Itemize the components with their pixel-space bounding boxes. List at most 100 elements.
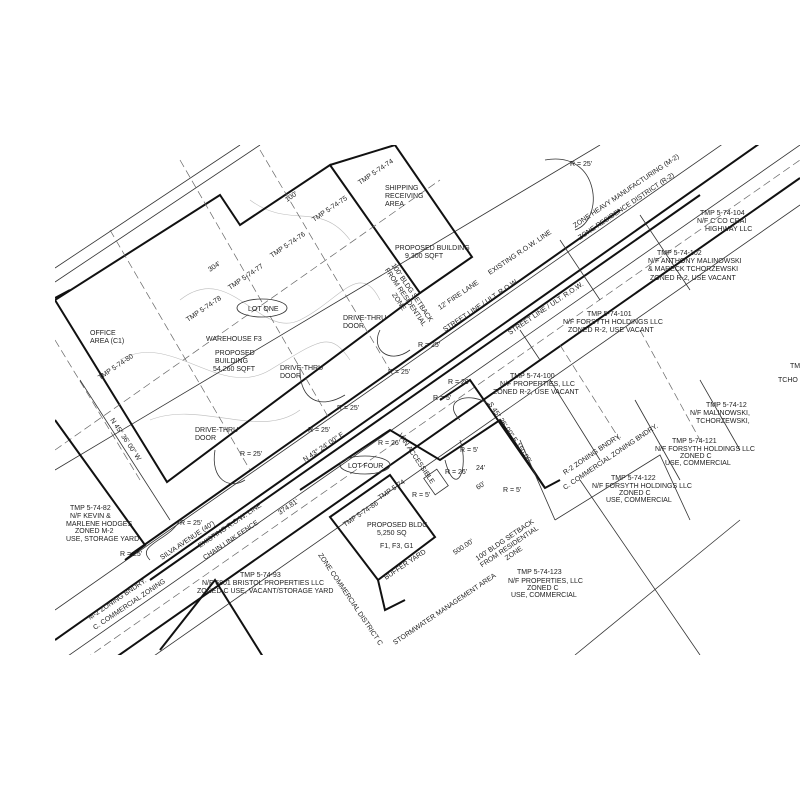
radius-label: R = 25' xyxy=(570,161,592,168)
curb-radii xyxy=(146,158,594,561)
label-dim-60: 60' xyxy=(475,481,486,492)
road-lines xyxy=(55,145,800,655)
parcel-121: TMP 5-74-121 N/F FORSYTH HOLDINGS LLC ZO… xyxy=(655,438,755,467)
parcel-12: TMP 5-74-12 N/F MALINOWSKI, TCHORZEWSKI, xyxy=(690,402,750,425)
svg-text:N/F C CO CRAI: N/F C CO CRAI xyxy=(697,218,746,225)
svg-text:TM: TM xyxy=(790,363,800,370)
radius-label: R = 25' xyxy=(180,520,202,527)
contour-lines xyxy=(119,199,381,422)
label-van-accessible: VAN ACCESSIBLE xyxy=(396,432,435,485)
label-drive-thru-3a: DRIVE-THRU xyxy=(195,427,238,434)
svg-text:TMP 5-74-102: TMP 5-74-102 xyxy=(657,250,702,257)
label-drive-thru-1a: DRIVE-THRU xyxy=(343,315,386,322)
parcel-100: TMP 5-74-100 N/F PROPERTIES, LLC ZONED R… xyxy=(493,373,580,396)
radius-label: R = 25' xyxy=(240,451,262,458)
svg-text:ZONED C USE, VACANT/STORAGE YA: ZONED C USE, VACANT/STORAGE YARD xyxy=(197,588,333,595)
svg-text:ZONED M-2: ZONED M-2 xyxy=(75,528,114,535)
tmp-tag: TMP 5-74-80 xyxy=(97,353,135,382)
svg-text:N/F FORSYTH HOLDINGS LLC: N/F FORSYTH HOLDINGS LLC xyxy=(655,446,755,453)
tmp-tag: TMP 5-74-78 xyxy=(185,295,223,324)
svg-text:USE, COMMERCIAL: USE, COMMERCIAL xyxy=(606,497,672,504)
label-warehouse-2: PROPOSED xyxy=(215,350,255,357)
label-shipping-2: RECEIVING xyxy=(385,193,424,200)
label-drive-thru-2b: DOOR xyxy=(280,373,301,380)
svg-text:TCHO: TCHO xyxy=(778,377,798,384)
svg-text:TMP 5-74-104: TMP 5-74-104 xyxy=(700,210,745,217)
label-buffer-yard: BUFFER YARD xyxy=(383,549,427,582)
label-dim-24: 24' xyxy=(476,465,485,472)
svg-text:TMP 5-74-82: TMP 5-74-82 xyxy=(70,505,111,512)
svg-text:N/F PROPERTIES, LLC: N/F PROPERTIES, LLC xyxy=(508,578,583,585)
parcel-101: TMP 5-74-101 N/F FORSYTH HOLDINGS LLC ZO… xyxy=(563,311,663,334)
radius-label: R = 5' xyxy=(412,492,430,499)
svg-text:ZONED C: ZONED C xyxy=(680,453,712,460)
radius-label: R = 25' xyxy=(337,405,359,412)
svg-text:USE, STORAGE YARD: USE, STORAGE YARD xyxy=(66,536,139,543)
parcel-104: TMP 5-74-104 N/F C CO CRAI HIGHWAY LLC xyxy=(697,210,752,233)
radius-label: R = 20' xyxy=(448,379,470,386)
label-dim-100: 100' xyxy=(284,191,299,204)
svg-text:HIGHWAY LLC: HIGHWAY LLC xyxy=(705,226,752,233)
label-bearing-2: S 45° 36' 00" E 150.00' xyxy=(486,401,533,465)
svg-text:TMP 5-74-122: TMP 5-74-122 xyxy=(611,475,656,482)
tmp-tag: TMP 5-74-76 xyxy=(269,231,307,260)
parcel-partial: TM TCHO xyxy=(778,363,800,384)
label-shipping-3: AREA xyxy=(385,201,404,208)
svg-text:TMP 5-74-93: TMP 5-74-93 xyxy=(240,572,281,579)
svg-text:N/F 6801 BRISTOL PROPERTIES LL: N/F 6801 BRISTOL PROPERTIES LLC xyxy=(202,580,324,587)
tmp-tag: TMP 5-74-74 xyxy=(357,158,395,187)
label-dim-374: 374.81' xyxy=(277,498,300,517)
svg-text:ZONED R-2, USE VACANT: ZONED R-2, USE VACANT xyxy=(650,275,737,282)
label-drive-thru-3b: DOOR xyxy=(195,435,216,442)
label-dim-500: 500.00' xyxy=(452,538,475,557)
radius-label: R = 5' xyxy=(503,487,521,494)
label-warehouse-3: BUILDING xyxy=(215,358,248,365)
svg-text:N/F FORSYTH HOLDINGS LLC: N/F FORSYTH HOLDINGS LLC xyxy=(592,483,692,490)
parcel-82: TMP 5-74-82 N/F KEVIN & MARLENE HODGES Z… xyxy=(66,505,139,543)
label-bldg5250-1: PROPOSED BLDG xyxy=(367,522,428,529)
warehouse-building xyxy=(55,163,422,484)
radius-label: R = 25' xyxy=(388,369,410,376)
tmp-tag: TMP 5-74-77 xyxy=(227,263,265,292)
radius-label: R = 26' xyxy=(378,440,400,447)
label-lot-four: LOT FOUR xyxy=(348,463,383,470)
svg-text:N/F PROPERTIES, LLC: N/F PROPERTIES, LLC xyxy=(500,381,575,388)
svg-text:USE, COMMERCIAL: USE, COMMERCIAL xyxy=(511,592,577,599)
svg-text:TMP 5-74-12: TMP 5-74-12 xyxy=(706,402,747,409)
radius-label: R = 25' xyxy=(120,551,142,558)
svg-text:TMP 5-74-121: TMP 5-74-121 xyxy=(672,438,717,445)
shipping-building xyxy=(329,145,474,294)
svg-text:N/F ANTHONY MALINOWSKI: N/F ANTHONY MALINOWSKI xyxy=(648,258,742,265)
svg-text:TMP 5-74-100: TMP 5-74-100 xyxy=(510,373,555,380)
parcel-123: TMP 5-74-123 N/F PROPERTIES, LLC ZONED C… xyxy=(508,569,583,599)
label-office-1: OFFICE xyxy=(90,330,116,337)
label-bldg5250-2: 5,250 SQ xyxy=(377,530,407,537)
label-dim-304: 304' xyxy=(207,261,222,274)
radius-label: R = 25' xyxy=(308,427,330,434)
label-shipping-1: SHIPPING xyxy=(385,185,418,192)
svg-text:N/F MALINOWSKI,: N/F MALINOWSKI, xyxy=(690,410,750,417)
svg-text:TMP 5-74-101: TMP 5-74-101 xyxy=(587,311,632,318)
label-warehouse-4: 54,260 SQFT xyxy=(213,366,256,373)
label-warehouse-1: WAREHOUSE F3 xyxy=(206,336,262,343)
radius-label: R = 5' xyxy=(460,447,478,454)
svg-text:ZONED C: ZONED C xyxy=(619,490,651,497)
svg-text:N/F FORSYTH HOLDINGS LLC: N/F FORSYTH HOLDINGS LLC xyxy=(563,319,663,326)
radius-label: R = 5' xyxy=(433,395,451,402)
label-zone-residence: ZONE RESIDENCE DISTRICT (R-2) xyxy=(577,172,676,242)
label-lot-one: LOT ONE xyxy=(248,306,279,313)
label-bldg9300-2: 9,300 SQFT xyxy=(405,253,444,260)
svg-text:TMP 5-74-123: TMP 5-74-123 xyxy=(517,569,562,576)
radius-label: R = 25' xyxy=(418,342,440,349)
parcel-93: TMP 5-74-93 N/F 6801 BRISTOL PROPERTIES … xyxy=(197,572,333,595)
label-zone-commercial: ZONE COMMERCIAL DISTRICT C xyxy=(316,552,383,647)
svg-text:& MARECK TCHORZEWSKI: & MARECK TCHORZEWSKI xyxy=(648,266,738,273)
svg-text:TCHORZEWSKI,: TCHORZEWSKI, xyxy=(696,418,750,425)
svg-text:ZONED C: ZONED C xyxy=(527,585,559,592)
parcel-122: TMP 5-74-122 N/F FORSYTH HOLDINGS LLC ZO… xyxy=(592,475,692,504)
label-street-line: STREET LINE / ULT. R.O.W. xyxy=(442,278,520,334)
label-bldg9300-1: PROPOSED BUILDING xyxy=(395,245,470,252)
label-bldg5250-3: F1, F3, G1 xyxy=(380,543,414,550)
